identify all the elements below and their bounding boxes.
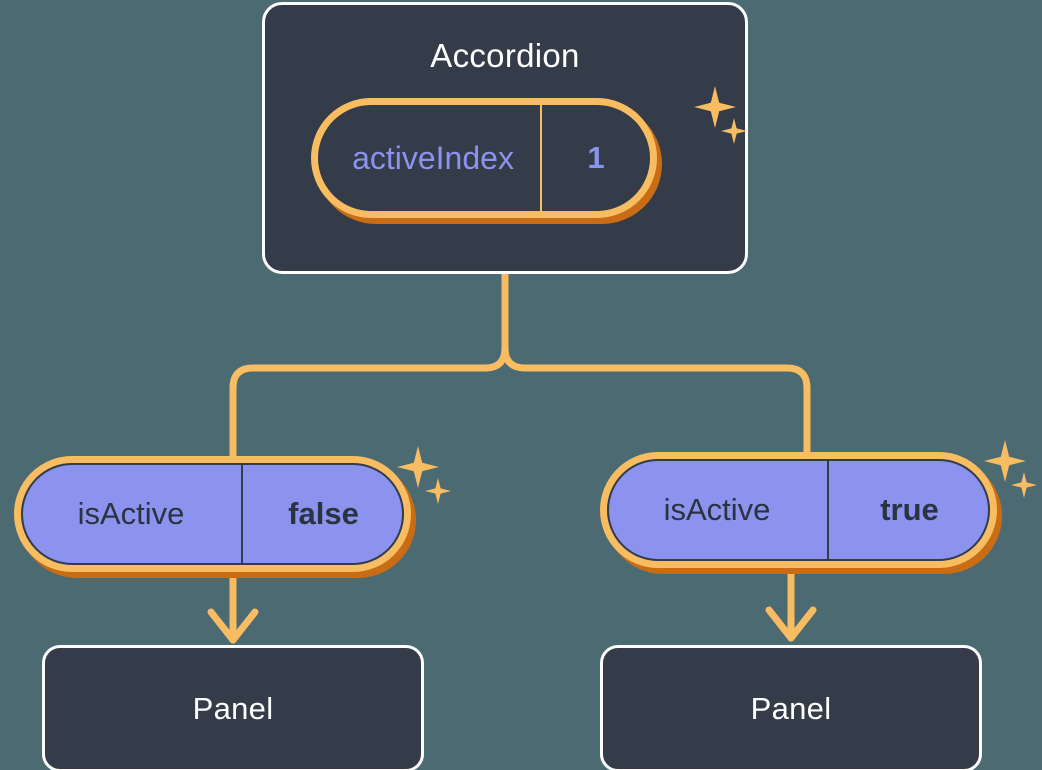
state-pill-activeindex[interactable]: activeIndex 1 — [311, 98, 657, 218]
state-pill-body[interactable]: activeIndex 1 — [311, 98, 657, 218]
prop-key-label: isActive — [77, 496, 185, 531]
prop-key-label: isActive — [663, 492, 771, 527]
state-key-label: activeIndex — [352, 139, 514, 176]
prop-pill-isactive-false[interactable]: isActive false — [14, 456, 411, 572]
state-value-label: 1 — [540, 105, 650, 211]
prop-pill-isactive-true[interactable]: isActive true — [600, 452, 997, 568]
sparkle-icon — [1011, 472, 1037, 498]
sparkle-icon — [425, 478, 451, 504]
component-card-panel-left[interactable]: Panel — [42, 645, 424, 770]
prop-pill-body[interactable]: isActive true — [600, 452, 997, 568]
panel-title: Panel — [192, 690, 274, 726]
page-title: Accordion — [430, 37, 580, 74]
panel-title: Panel — [750, 690, 832, 726]
prop-pill-body[interactable]: isActive false — [14, 456, 411, 572]
prop-value-label: true — [827, 459, 990, 561]
prop-value-label: false — [241, 463, 404, 565]
component-card-panel-right[interactable]: Panel — [600, 645, 982, 770]
